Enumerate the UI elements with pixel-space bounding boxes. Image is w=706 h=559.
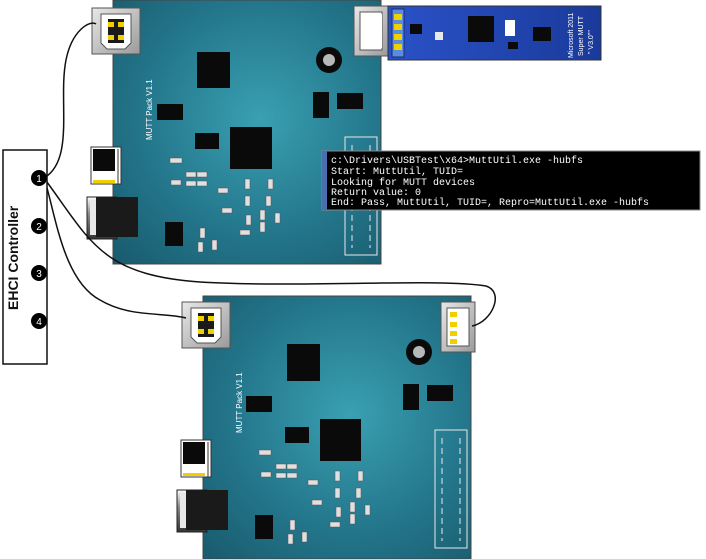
power-switch <box>90 146 122 185</box>
chip <box>427 385 453 401</box>
ehci-controller: EHCI Controller 1 2 3 4 <box>2 149 48 365</box>
controller-port-3: 3 <box>31 265 47 281</box>
smd-components <box>169 157 281 253</box>
cable-hub-to-bottom-usb-a <box>43 177 497 327</box>
usb-b-port <box>91 7 141 55</box>
dc-jack <box>176 489 228 533</box>
console-line: End: Pass, MuttUtil, TUID=, Repro=MuttUt… <box>331 197 649 209</box>
controller-port-4: 4 <box>31 313 47 329</box>
board-bottom: MUTT Pack V1.1 <box>176 295 476 559</box>
header-outline <box>434 429 468 549</box>
chip <box>157 104 183 120</box>
usb-b-port <box>181 301 231 349</box>
super-mutt-label-line2: Super MUTT <box>578 15 585 56</box>
svg-text:1: 1 <box>36 174 42 185</box>
chip <box>285 427 309 443</box>
super-mutt-label-line1: Microsoft 2011 <box>568 13 575 58</box>
chip <box>255 515 273 539</box>
svg-text:3: 3 <box>36 269 42 280</box>
power-switch <box>180 439 212 478</box>
ehci-controller-label: EHCI Controller <box>5 205 21 310</box>
dc-jack <box>86 196 138 240</box>
cable-port1-to-bottom-board <box>43 177 187 319</box>
svg-text:4: 4 <box>36 317 42 328</box>
super-mutt-board: Microsoft 2011 Super MUTT " V3.0"" <box>387 5 602 61</box>
board-top: MUTT Pack V1.1 <box>86 0 389 265</box>
console-line: Looking for MUTT devices <box>331 177 475 189</box>
chip <box>403 384 419 410</box>
chip <box>337 93 363 109</box>
smd-components <box>258 449 371 545</box>
chip <box>313 92 329 118</box>
chip <box>195 133 219 149</box>
svg-text:2: 2 <box>36 222 42 233</box>
usb-a-port <box>353 5 389 57</box>
cable-port1-to-top-board <box>43 22 97 179</box>
chip <box>165 222 183 246</box>
board-label: MUTT Pack V1.1 <box>235 372 244 433</box>
chip <box>197 52 230 88</box>
chip <box>230 127 272 169</box>
board-label: MUTT Pack V1.1 <box>145 79 154 140</box>
super-mutt-label-line3: " V3.0"" <box>588 30 595 54</box>
chip <box>320 419 361 461</box>
chip <box>287 344 320 381</box>
usb-cables <box>43 22 497 327</box>
console-line: Return value: 0 <box>331 187 421 199</box>
usb-a-port <box>440 301 476 353</box>
console-line: Start: MuttUtil, TUID= <box>331 166 463 178</box>
chip <box>246 396 272 412</box>
controller-port-1: 1 <box>31 170 47 186</box>
console-window: c:\Drivers\USBTest\x64>MuttUtil.exe -hub… <box>321 150 701 211</box>
console-line: c:\Drivers\USBTest\x64>MuttUtil.exe -hub… <box>331 155 583 167</box>
controller-port-2: 2 <box>31 218 47 234</box>
